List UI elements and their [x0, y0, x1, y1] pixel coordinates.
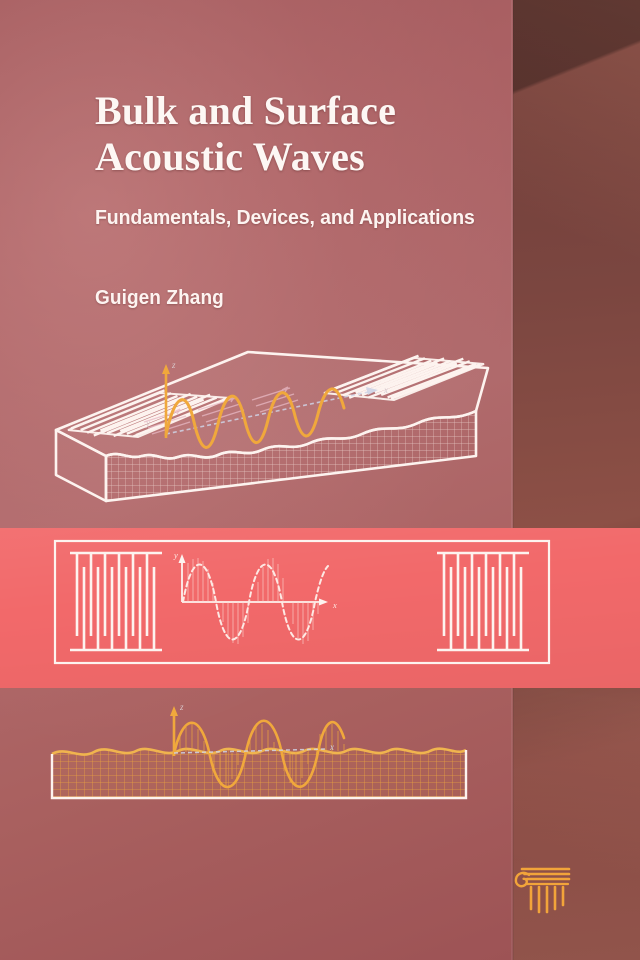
propagation-axis	[165, 387, 379, 435]
idt-right-topview	[437, 551, 529, 652]
axes-cross-section: z x	[170, 702, 334, 756]
bulk-wave-sine	[164, 387, 346, 449]
axis-z-label-cross: z	[179, 702, 184, 712]
surface-wave-sine	[172, 719, 346, 789]
substrate-body	[50, 747, 468, 800]
author-name: Guigen Zhang	[95, 287, 224, 309]
background-right-panel	[513, 0, 640, 960]
axis-y-label-topview: y	[173, 550, 178, 560]
device-outline	[53, 539, 551, 665]
sine-wave-dashed	[182, 563, 329, 641]
band-sheen	[0, 528, 640, 688]
figure-3d-saw-device: z x y	[54, 350, 490, 503]
axis-y-label: y	[145, 418, 150, 428]
panel-seam	[511, 0, 514, 960]
salmon-band	[0, 528, 640, 688]
idt-left-topview	[70, 551, 162, 652]
axes-topview: y x	[173, 550, 337, 610]
figure-cross-section: z x	[50, 702, 468, 800]
substrate-outline	[50, 750, 468, 800]
subtitle: Fundamentals, Devices, and Applications	[95, 206, 475, 229]
figure-idt-top-view: y x	[53, 539, 551, 665]
axis-x-label: x	[383, 385, 388, 395]
ionic-column-logo	[514, 867, 571, 914]
axis-z: z	[162, 360, 176, 438]
idt-left	[67, 389, 231, 439]
substrate-side-face	[54, 428, 108, 503]
axis-x-label-topview: x	[332, 600, 337, 610]
title-line-2: Acoustic Waves	[95, 134, 365, 180]
idt-right	[323, 354, 485, 402]
axis-x-label-cross: x	[329, 742, 334, 752]
page-title: Bulk and Surface Acoustic Waves	[95, 88, 515, 181]
title-line-1: Bulk and Surface	[95, 88, 397, 133]
svg-text:z: z	[171, 360, 176, 370]
